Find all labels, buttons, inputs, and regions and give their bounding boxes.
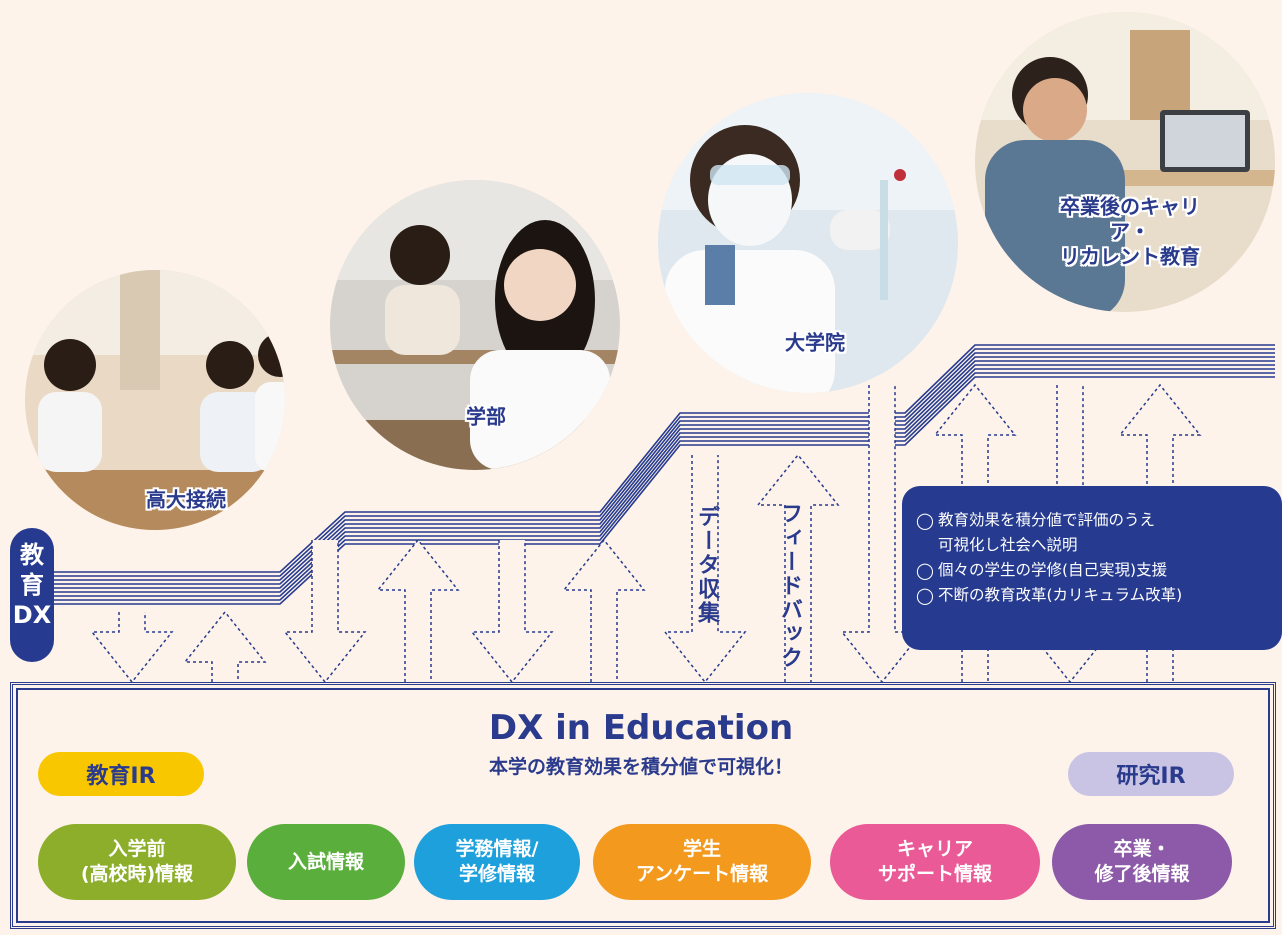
edu-dx-band (54, 344, 1275, 605)
stage-label-graduate-school: 大学院 (785, 330, 845, 355)
feedback-arrow (183, 610, 267, 682)
circle-marker-icon: ◯ (916, 561, 934, 580)
data-collection-arrow (663, 455, 747, 684)
photo-undergraduate (330, 180, 620, 470)
feedback-arrow (376, 538, 460, 682)
category-admission: 入試情報 (247, 824, 405, 900)
info-box: ◯ 教育効果を積分値で評価のうえ 可視化し社会へ説明 ◯ 個々の学生の学修(自己… (902, 486, 1282, 650)
info-item-text: 不断の教育改革(カリキュラム改革) (938, 586, 1183, 604)
category-pre-admission: 入学前 (高校時)情報 (38, 824, 236, 900)
main-subtitle: 本学の教育効果を積分値で可視化！ (488, 756, 793, 778)
category-academic-affairs: 学務情報/ 学修情報 (414, 824, 580, 900)
data-collection-label: データ収集 (694, 505, 719, 625)
photo-graduate-school (658, 93, 958, 393)
info-item: ◯ 不断の教育改革(カリキュラム改革) (916, 583, 1272, 608)
category-career-support: キャリア サポート情報 (830, 824, 1040, 900)
main-title: DX in Education (488, 708, 794, 748)
feedback-label: フィードバック (777, 502, 802, 670)
band-stripe (54, 360, 1275, 589)
band-stripe (54, 348, 1275, 577)
band-stripe (54, 356, 1275, 585)
dx-education-panel (10, 682, 1276, 929)
data-collection-arrow (283, 540, 367, 684)
stage-label-career: 卒業後のキャリア・ リカレント教育 (1060, 194, 1200, 269)
band-stripe (54, 364, 1275, 593)
band-stripe (54, 352, 1275, 581)
feedback-arrow (756, 453, 840, 682)
education-ir-pill: 教育IR (38, 752, 204, 796)
photo-career (975, 12, 1275, 312)
band-stripe (54, 376, 1275, 605)
category-post-graduation: 卒業・ 修了後情報 (1052, 824, 1232, 900)
stage-label-undergraduate: 学部 (466, 404, 506, 429)
feedback-arrow (562, 538, 646, 682)
info-item: ◯ 個々の学生の学修(自己実現)支援 (916, 558, 1272, 583)
circle-marker-icon: ◯ (916, 511, 934, 530)
info-item-text: 教育効果を積分値で評価のうえ 可視化し社会へ説明 (938, 511, 1156, 554)
stage-label-high-school: 高大接続 (146, 487, 226, 512)
category-student-survey: 学生 アンケート情報 (593, 824, 811, 900)
band-stripe (54, 368, 1275, 597)
info-item-text: 個々の学生の学修(自己実現)支援 (938, 561, 1168, 579)
edu-dx-badge: 教 育 DX (10, 528, 54, 662)
info-item: ◯ 教育効果を積分値で評価のうえ 可視化し社会へ説明 (916, 508, 1272, 558)
research-ir-pill: 研究IR (1068, 752, 1234, 796)
circle-marker-icon: ◯ (916, 586, 934, 605)
data-collection-arrow (90, 612, 174, 684)
data-collection-arrow (470, 540, 554, 684)
band-stripe (54, 344, 1275, 573)
band-stripe (54, 372, 1275, 601)
